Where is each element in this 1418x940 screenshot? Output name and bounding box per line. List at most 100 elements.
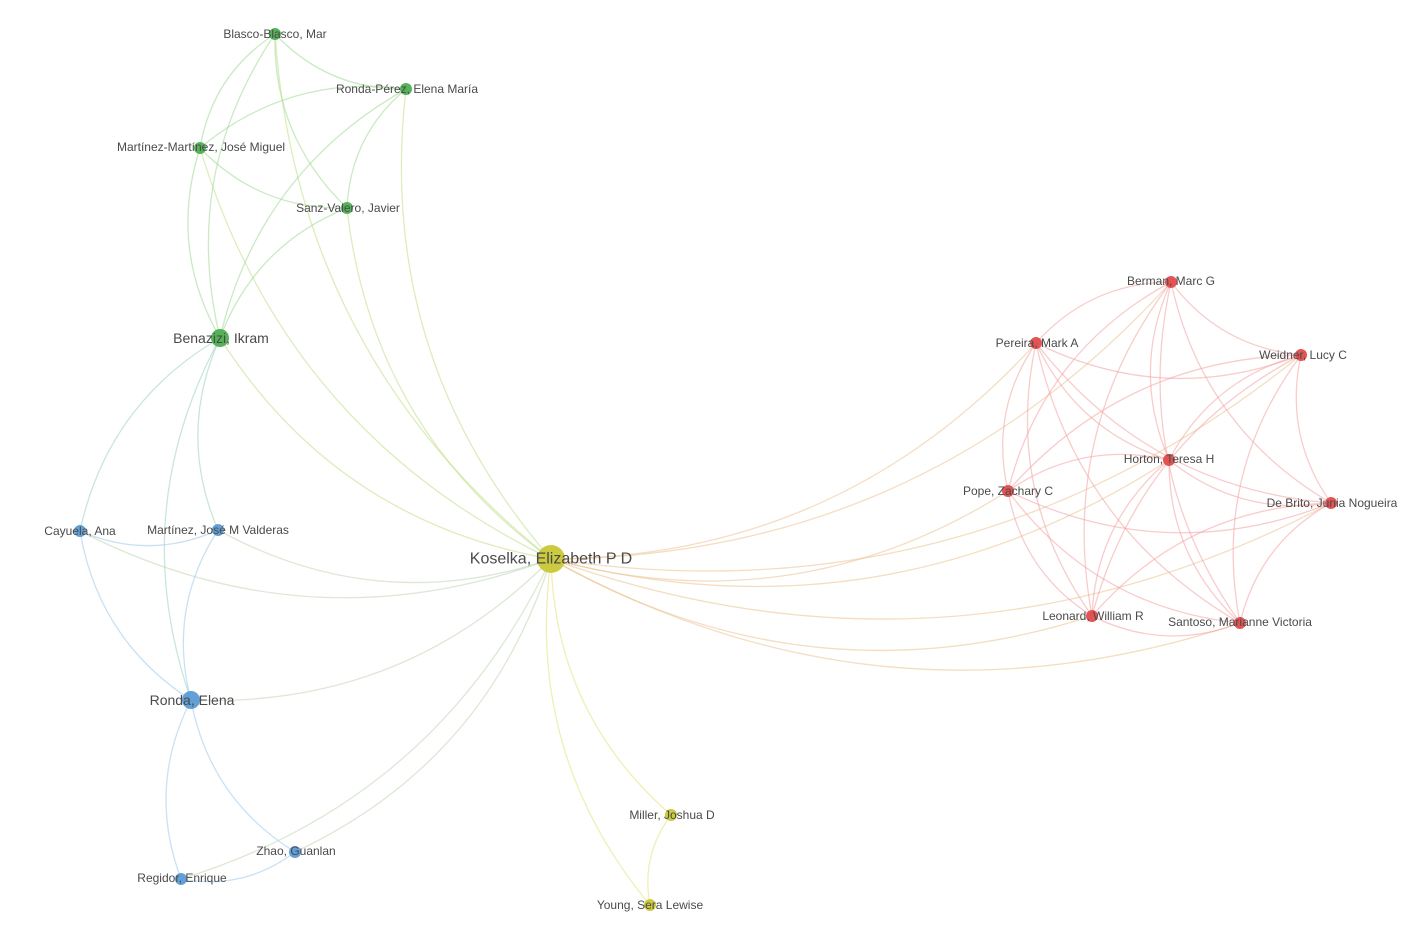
edge-ronda-koselka	[190, 558, 552, 702]
node-label-sanz: Sanz-Valero, Javier	[296, 201, 400, 215]
edge-berman-pope	[1007, 281, 1172, 492]
node-berman[interactable]	[1165, 276, 1177, 288]
edge-blasco-rondap	[274, 33, 407, 90]
node-debrito[interactable]	[1325, 497, 1337, 509]
node-label-pereira: Pereira, Mark A	[996, 336, 1079, 350]
edge-benazizi-koselka	[219, 337, 552, 560]
edge-ronda-regidor	[165, 699, 192, 880]
edge-koselka-berman	[550, 281, 1172, 560]
edge-blasco-benazizi	[207, 33, 276, 339]
node-horton[interactable]	[1163, 454, 1175, 466]
edge-weidner-santoso	[1232, 354, 1302, 624]
edge-cayuela-martval	[79, 529, 219, 547]
edge-martval-koselka	[217, 529, 552, 584]
edge-leonard-santoso	[1091, 615, 1241, 637]
edge-martmart-sanz	[199, 147, 348, 209]
edge-berman-debrito	[1170, 281, 1332, 504]
node-label-blasco: Blasco-Blasco, Mar	[223, 27, 326, 41]
network-nodes	[74, 28, 1337, 911]
edge-martmart-benazizi	[187, 147, 221, 339]
node-martval[interactable]	[212, 524, 224, 536]
node-cayuela[interactable]	[74, 525, 86, 537]
edge-benazizi-cayuela	[79, 337, 221, 532]
node-label-rondap: Ronda-Pérez, Elena María	[336, 82, 478, 96]
node-rondap[interactable]	[400, 83, 412, 95]
node-label-weidner: Weidner, Lucy C	[1259, 348, 1347, 362]
edge-rondap-benazizi	[219, 88, 407, 339]
node-blasco[interactable]	[269, 28, 281, 40]
edge-cayuela-koselka	[79, 530, 552, 599]
edge-koselka-young	[545, 558, 651, 906]
node-label-young: Young, Sera Lewise	[597, 898, 704, 912]
node-label-miller: Miller, Joshua D	[629, 808, 715, 822]
node-santoso[interactable]	[1234, 617, 1246, 629]
edge-debrito-leonard	[1091, 502, 1332, 617]
edge-pope-debrito	[1007, 490, 1332, 534]
node-regidor[interactable]	[175, 873, 187, 885]
node-label-cayuela: Cayuela, Ana	[44, 524, 116, 538]
edge-berman-horton	[1149, 281, 1172, 461]
node-ronda[interactable]	[182, 691, 200, 709]
node-label-berman: Berman, Marc G	[1127, 274, 1215, 288]
edge-sanz-benazizi	[219, 207, 348, 339]
node-label-zhao: Zhao, Guanlan	[256, 844, 335, 858]
edge-ronda-zhao	[190, 699, 296, 853]
node-martmart[interactable]	[194, 142, 206, 154]
edge-regidor-koselka	[180, 558, 552, 880]
edge-martval-ronda	[182, 529, 219, 701]
node-label-martmart: Martínez-Martínez, José Miguel	[117, 140, 285, 154]
node-zhao[interactable]	[289, 846, 301, 858]
edge-koselka-weidner	[550, 354, 1302, 572]
edge-rondap-martmart	[199, 85, 407, 149]
edge-sanz-koselka	[346, 207, 552, 560]
edge-blasco-sanz	[274, 33, 348, 209]
node-miller[interactable]	[665, 809, 677, 821]
node-leonard[interactable]	[1086, 610, 1098, 622]
node-label-santoso: Santoso, Marianne Victoria	[1168, 615, 1312, 629]
node-label-ronda: Ronda, Elena	[150, 692, 235, 708]
edge-weidner-debrito	[1295, 354, 1332, 504]
edge-rondap-sanz	[346, 88, 407, 209]
edge-pope-leonard	[1007, 490, 1093, 617]
edge-pereira-leonard	[1026, 342, 1093, 617]
edge-horton-santoso	[1168, 459, 1241, 624]
node-sanz[interactable]	[341, 202, 353, 214]
edge-pereira-santoso	[1035, 342, 1241, 624]
edge-koselka-pope	[550, 490, 1009, 582]
node-label-koselka: Koselka, Elizabeth P D	[470, 551, 632, 568]
edge-koselka-miller	[550, 558, 672, 816]
edge-pope-santoso	[1007, 490, 1241, 624]
edge-koselka-horton	[550, 459, 1170, 588]
edge-pereira-pope	[1002, 342, 1037, 492]
node-koselka[interactable]	[537, 545, 565, 573]
edge-koselka-pereira	[550, 342, 1037, 560]
node-young[interactable]	[644, 899, 656, 911]
edge-rondap-koselka	[400, 88, 552, 560]
node-pereira[interactable]	[1030, 337, 1042, 349]
node-label-martval: Martínez, José M Valderas	[147, 523, 289, 537]
node-label-pope: Pope, Zachary C	[963, 484, 1053, 498]
edge-blasco-koselka	[274, 33, 552, 560]
node-benazizi[interactable]	[211, 329, 229, 347]
edge-berman-weidner	[1170, 281, 1302, 356]
edge-debrito-santoso	[1239, 502, 1332, 624]
edge-horton-pope	[1007, 453, 1170, 492]
edge-zhao-koselka	[294, 558, 552, 853]
edge-koselka-debrito	[550, 502, 1332, 620]
edge-pereira-horton	[1035, 342, 1170, 461]
edge-miller-young	[647, 814, 672, 906]
edge-martmart-koselka	[199, 147, 552, 560]
node-label-horton: Horton, Teresa H	[1124, 452, 1215, 466]
node-label-leonard: Leonard, William R	[1042, 609, 1144, 623]
node-weidner[interactable]	[1295, 349, 1307, 361]
edge-horton-leonard	[1091, 459, 1170, 617]
edge-koselka-leonard	[550, 558, 1093, 651]
edge-berman-leonard	[1083, 281, 1172, 617]
node-pope[interactable]	[1002, 485, 1014, 497]
edge-benazizi-ronda	[163, 337, 221, 701]
edge-benazizi-martval	[197, 337, 221, 531]
edge-weidner-leonard	[1091, 354, 1302, 617]
edge-blasco-martmart	[199, 33, 276, 149]
node-label-debrito: De Brito, Junia Nogueira	[1267, 496, 1398, 510]
